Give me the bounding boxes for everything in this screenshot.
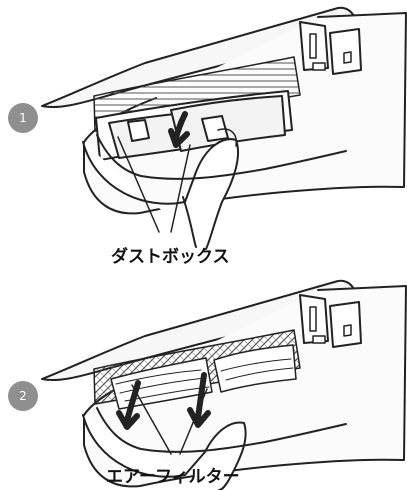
dust-box-label: ダストボックス bbox=[111, 247, 230, 267]
step-number-badge-2: 2 bbox=[8, 381, 38, 411]
step-number-badge-1: 1 bbox=[8, 103, 38, 133]
step-one-unit bbox=[41, 6, 407, 250]
pointer-line-dust-box-right bbox=[170, 144, 191, 233]
air-filter-label: エアーフィルター bbox=[106, 467, 240, 487]
pointer-line-dust-box-left bbox=[117, 136, 160, 233]
step-two-unit bbox=[41, 279, 407, 490]
pointer-line-filter-right bbox=[179, 388, 208, 455]
pointer-line-filter-left bbox=[131, 384, 172, 455]
